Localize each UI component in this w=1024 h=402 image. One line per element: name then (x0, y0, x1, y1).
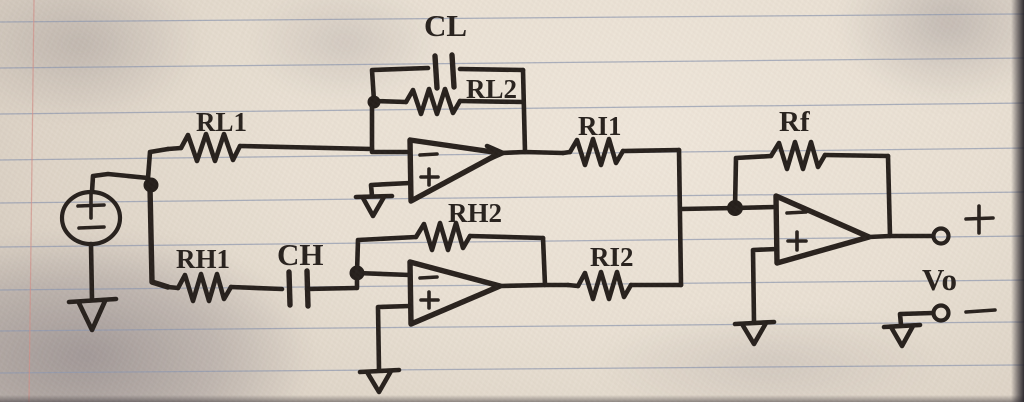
op-amp-3 (732, 193, 936, 266)
junction-node-input-split (143, 177, 159, 193)
resistor-rh1 (165, 271, 285, 304)
resistor-ri2 (565, 269, 684, 302)
op-amp-2 (407, 259, 571, 327)
resistor-rl2 (371, 67, 528, 155)
shadow-bottom-middle (560, 300, 980, 402)
resistor-ri1 (560, 136, 682, 168)
label-rl1-base: RL1 (196, 107, 247, 137)
photo-edge-right (1011, 0, 1024, 402)
label-cl: CL (424, 8, 467, 43)
voltage-source (59, 171, 151, 303)
ground-source (66, 296, 119, 333)
capacitor-ch (286, 268, 359, 309)
label-ch: CH (277, 237, 324, 272)
label-rh2: RH2 (448, 198, 502, 228)
output-terminal-negative (881, 303, 951, 349)
label-ri1: RI1 (578, 111, 622, 141)
ground-opamp-2 (357, 303, 413, 395)
capacitor-cl (369, 52, 526, 104)
photo-edge-bottom (0, 395, 1024, 402)
label-rf: Rf (779, 106, 810, 138)
resistor-rh2 (354, 220, 548, 288)
ground-opamp-3 (732, 246, 780, 347)
label-rl2: RL2 (466, 74, 517, 104)
label-vo: Vo (922, 262, 957, 297)
resistor-rl1 (165, 131, 375, 164)
junction-node-oa1-inv (367, 95, 381, 109)
ground-opamp-1 (353, 180, 413, 219)
label-rh1: RH1 (176, 244, 230, 274)
label-ri2: RI2 (590, 242, 634, 272)
output-terminal-positive (931, 226, 951, 246)
op-amp-1 (407, 137, 566, 204)
resistor-rf (732, 139, 893, 239)
